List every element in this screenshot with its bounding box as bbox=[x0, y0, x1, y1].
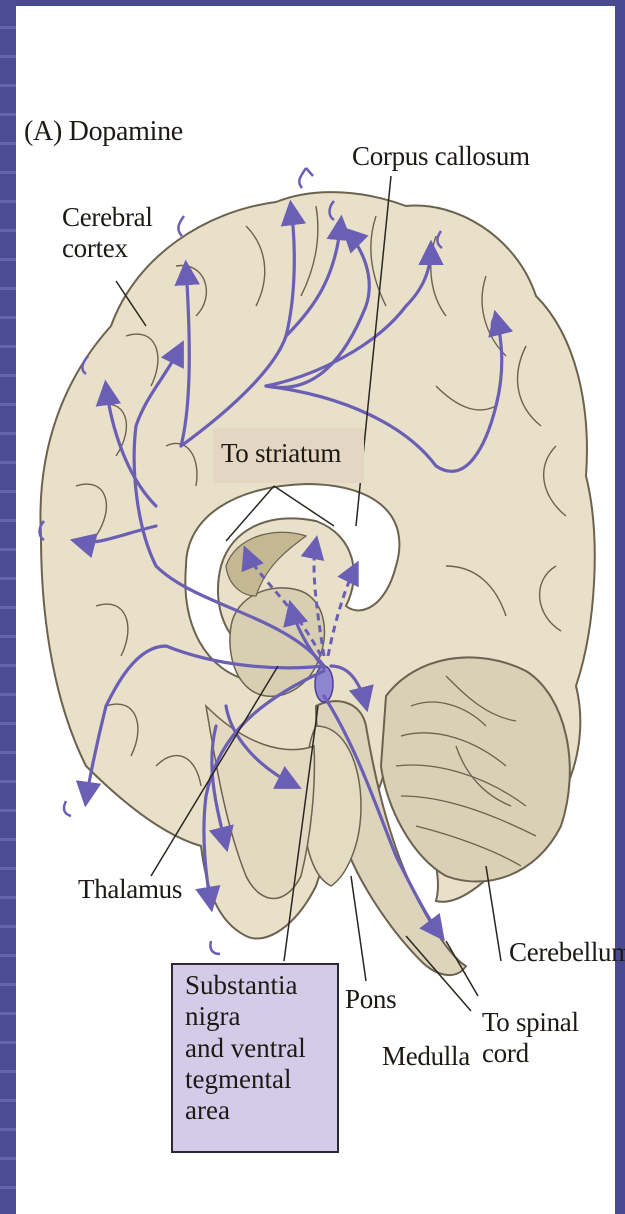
figure-panel: (A) Dopamine Cerebral cortex Corpus call… bbox=[16, 6, 615, 1214]
label-pons: Pons bbox=[345, 984, 396, 1015]
cerebellum-shape bbox=[381, 657, 570, 881]
substantia-nigra-box: Substantia nigra and ventral tegmental a… bbox=[171, 963, 339, 1153]
label-cerebellum: Cerebellum bbox=[509, 937, 625, 968]
label-to-spinal-cord: To spinal cord bbox=[482, 1007, 579, 1069]
slide-left-stripes bbox=[0, 0, 16, 1214]
panel-title: (A) Dopamine bbox=[24, 116, 183, 148]
label-to-striatum: To striatum bbox=[221, 438, 341, 469]
label-substantia-nigra: Substantia nigra and ventral tegmental a… bbox=[185, 970, 337, 1127]
label-thalamus: Thalamus bbox=[78, 874, 182, 905]
label-corpus-callosum: Corpus callosum bbox=[352, 141, 530, 172]
label-cerebral-cortex: Cerebral cortex bbox=[62, 202, 153, 264]
label-medulla: Medulla bbox=[382, 1041, 470, 1072]
